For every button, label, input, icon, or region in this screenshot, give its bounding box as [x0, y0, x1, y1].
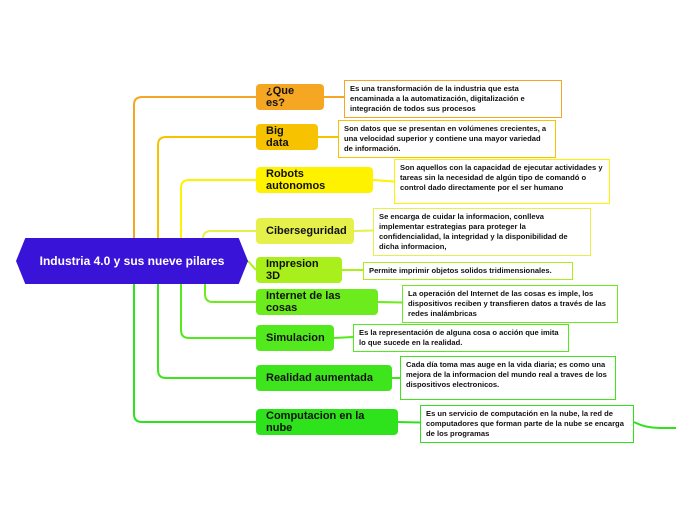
topic-label: Realidad aumentada: [266, 372, 373, 384]
topic-description-internet-de-las-cosas[interactable]: La operación del Internet de las cosas e…: [402, 285, 618, 323]
desc-line-simulacion: [333, 336, 354, 339]
branch-line-realidad-aumentada: [157, 260, 256, 379]
central-topic[interactable]: Industria 4.0 y sus nueve pilares: [16, 238, 248, 284]
topic-simulacion[interactable]: Simulacion: [256, 325, 334, 351]
branch-line-computacion-en-la-nube: [133, 260, 256, 423]
topic-description-computacion-en-la-nube[interactable]: Es un servicio de computación en la nube…: [420, 405, 634, 443]
topic-label: Robots autonomos: [266, 168, 326, 192]
trailing-line: [633, 421, 676, 429]
branch-line-simulacion: [180, 260, 256, 339]
topic-robots-autonomos[interactable]: Robots autonomos: [256, 167, 373, 193]
topic-label: Impresion 3D: [266, 258, 319, 282]
branch-line-que-es: [133, 96, 256, 262]
topic-label: Internet de las cosas: [266, 290, 341, 314]
topic-realidad-aumentada[interactable]: Realidad aumentada: [256, 365, 392, 391]
desc-line-internet-de-las-cosas: [377, 301, 403, 304]
desc-line-computacion-en-la-nube: [397, 421, 421, 424]
topic-big-data[interactable]: Big data: [256, 124, 318, 150]
topic-description-realidad-aumentada[interactable]: Cada día toma mas auge en la vida diaria…: [400, 356, 616, 400]
topic-impresion-3d[interactable]: Impresion 3D: [256, 257, 342, 283]
branch-line-big-data: [157, 136, 256, 262]
topic-computacion-en-la-nube[interactable]: Computacion en la nube: [256, 409, 398, 435]
desc-line-robots-autonomos: [372, 179, 395, 183]
branch-line-robots-autonomos: [180, 179, 256, 262]
topic-description-ciberseguridad[interactable]: Se encarga de cuidar la informacion, con…: [373, 208, 591, 256]
branch-line-internet-de-las-cosas: [204, 260, 256, 303]
topic-ciberseguridad[interactable]: Ciberseguridad: [256, 218, 354, 244]
topic-label: Ciberseguridad: [266, 225, 347, 237]
central-topic-label: Industria 4.0 y sus nueve pilares: [39, 254, 225, 268]
topic-label: Big data: [266, 125, 289, 149]
topic-description-robots-autonomos[interactable]: Son aquellos con la capacidad de ejecuta…: [394, 159, 610, 204]
branch-line-impresion-3d: [247, 260, 257, 271]
desc-line-ciberseguridad: [353, 229, 374, 232]
topic-description-impresion-3d[interactable]: Permite imprimir objetos solidos tridime…: [363, 262, 573, 280]
topic-que-es[interactable]: ¿Que es?: [256, 84, 324, 110]
topic-description-que-es[interactable]: Es una transformación de la industria qu…: [344, 80, 562, 118]
topic-label: Simulacion: [266, 332, 325, 344]
topic-description-big-data[interactable]: Son datos que se presentan en volúmenes …: [338, 120, 556, 158]
topic-label: ¿Que es?: [266, 85, 295, 109]
topic-internet-de-las-cosas[interactable]: Internet de las cosas: [256, 289, 378, 315]
topic-label: Computacion en la nube: [266, 410, 365, 434]
topic-description-simulacion[interactable]: Es la representación de alguna cosa o ac…: [353, 324, 569, 352]
